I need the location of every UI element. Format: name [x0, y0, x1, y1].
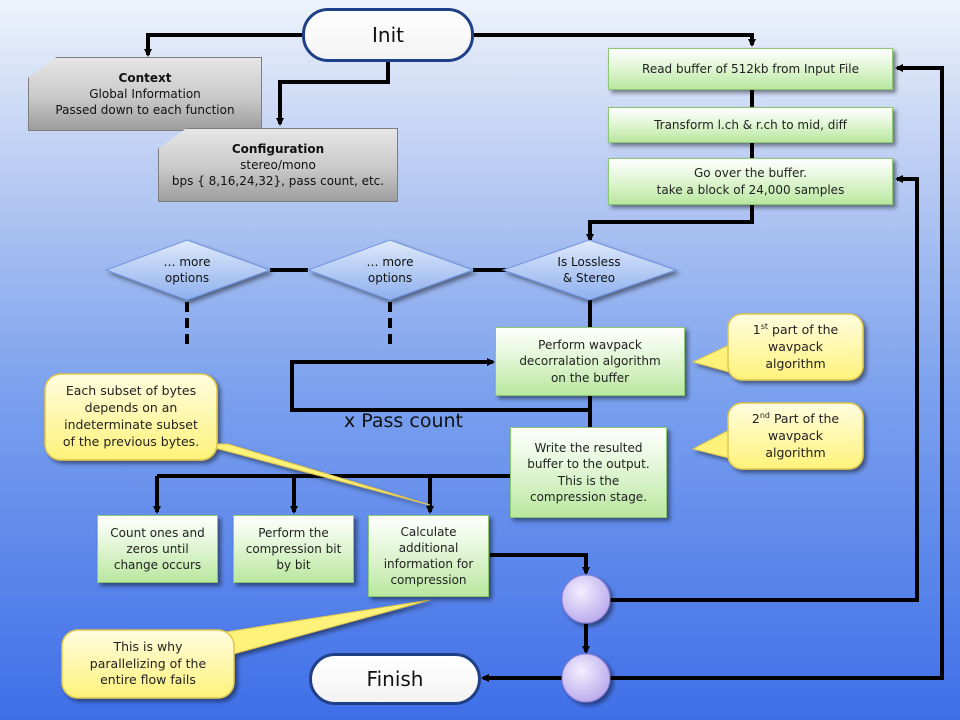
step-transform-label: Transform l.ch & r.ch to mid, diff [654, 117, 847, 132]
step-calculate-additional: Calculate additional information for com… [368, 515, 489, 597]
step-wavpack-decorrelation: Perform wavpack decorralation algorithm … [495, 327, 685, 396]
callout-second-part-line1: 2nd Part of the [751, 410, 840, 426]
step-perform-bit-line1: Perform the [258, 525, 329, 540]
callout-first-part-text: 1st part of the wavpack algorithm [728, 314, 863, 380]
step-count-line1: Count ones and [110, 525, 205, 540]
decision-more-mid-line2: options [367, 271, 413, 285]
callout-parallelizing-text: This is why parallelizing of the entire … [62, 630, 234, 698]
step-go-over-line2: take a block of 24,000 samples [656, 182, 845, 197]
callout-first-part-line1: 1st part of the [752, 321, 839, 337]
step-write-line4: compression stage. [529, 489, 648, 504]
callout-second-part-line3: algorithm [765, 444, 826, 460]
callout-subset-line2: depends on an [84, 400, 178, 416]
arrow-join-to-goover [610, 175, 919, 602]
step-count-line2: zeros until [126, 541, 189, 556]
note-configuration: Configuration stereo/mono bps { 8,16,24,… [158, 128, 398, 202]
arrow-goover-to-lossless [586, 205, 754, 242]
callout-parallelizing [61, 599, 431, 699]
callout-subset-dependency [44, 373, 431, 506]
note-configuration-line1: stereo/mono [240, 157, 316, 172]
decision-more-options-left-label: … more options [140, 255, 234, 286]
decision-more-options-mid [306, 239, 475, 301]
callout-first-part-line3: algorithm [765, 355, 826, 371]
decision-lossless-line1: Is Lossless [557, 255, 621, 270]
note-context: Context Global Information Passed down t… [28, 57, 262, 131]
step-go-over-line1: Go over the buffer. [693, 166, 808, 181]
join-circle-lower [561, 653, 611, 703]
callout-subset-line1: Each subset of bytes [65, 383, 197, 399]
note-context-line2: Passed down to each function [55, 103, 235, 118]
terminal-init: Init [302, 8, 474, 62]
callout-first-part [691, 313, 864, 381]
note-configuration-title: Configuration [231, 141, 325, 156]
callout-second-part-line2: wavpack [768, 427, 823, 443]
decision-more-left-line1: … more [163, 255, 211, 270]
step-write-line1: Write the resulted [534, 441, 643, 456]
step-count-ones-zeros: Count ones and zeros until change occurs [97, 515, 218, 583]
arrow-init-to-read-buffer [474, 33, 756, 47]
step-write-line2: buffer to the output. [527, 457, 650, 472]
step-wavpack-line2: decorralation algorithm [519, 354, 661, 369]
arrow-init-to-context [144, 33, 302, 57]
step-perform-bit-line3: by bit [276, 558, 311, 573]
terminal-finish-label: Finish [366, 666, 424, 691]
step-compression-bit-by-bit: Perform the compression bit by bit [233, 515, 354, 583]
step-count-line3: change occurs [113, 558, 202, 573]
callout-parallel-line3: entire flow fails [100, 672, 196, 688]
callout-second-part [691, 402, 864, 470]
arrow-pass-loop [290, 358, 592, 412]
step-go-over-buffer: Go over the buffer. take a block of 24,0… [608, 158, 893, 205]
terminal-finish: Finish [309, 653, 481, 705]
terminal-init-label: Init [372, 22, 404, 47]
step-calculate-line4: compression [390, 573, 467, 588]
decision-more-mid-line1: … more [366, 255, 414, 270]
step-perform-bit-line2: compression bit [245, 541, 342, 556]
arrow-final-to-readbuffer [610, 64, 944, 680]
step-write-output: Write the resulted buffer to the output.… [510, 427, 667, 518]
step-write-line3: This is the [557, 473, 620, 488]
decision-more-options-mid-label: … more options [343, 255, 437, 286]
step-calculate-line1: Calculate [400, 524, 457, 539]
pass-count-label: x Pass count [344, 410, 463, 432]
decision-lossless-label: Is Lossless & Stereo [537, 255, 641, 286]
note-context-title: Context [118, 70, 172, 85]
callout-first-part-line2: wavpack [768, 338, 823, 354]
step-calculate-line3: information for [383, 557, 474, 571]
decision-more-options-left [104, 239, 272, 301]
step-wavpack-line1: Perform wavpack [538, 338, 642, 353]
decision-lossless-line2: & Stereo [562, 271, 616, 285]
note-configuration-line2: bps { 8,16,24,32}, pass count, etc. [171, 174, 385, 189]
join-circle-upper [561, 574, 611, 624]
note-context-line1: Global Information [89, 86, 201, 101]
callout-parallel-line2: parallelizing of the [89, 655, 207, 671]
step-transform: Transform l.ch & r.ch to mid, diff [608, 107, 893, 143]
callout-subset-line4: of the previous bytes. [62, 433, 200, 449]
callout-parallel-line1: This is why [113, 638, 183, 654]
callout-subset-text: Each subset of bytes depends on an indet… [45, 374, 217, 460]
callout-second-part-text: 2nd Part of the wavpack algorithm [728, 403, 863, 469]
step-read-buffer-label: Read buffer of 512kb from Input File [642, 61, 859, 76]
step-wavpack-line3: on the buffer [550, 370, 630, 385]
step-read-buffer: Read buffer of 512kb from Input File [608, 48, 893, 90]
decision-is-lossless-stereo [501, 239, 678, 301]
decision-more-left-line2: options [164, 271, 210, 285]
step-calculate-line2: additional [398, 540, 459, 555]
callout-subset-line3: indeterminate subset [64, 417, 198, 432]
arrow-calculate-to-join [490, 553, 590, 575]
arrow-init-to-configuration [276, 62, 390, 126]
